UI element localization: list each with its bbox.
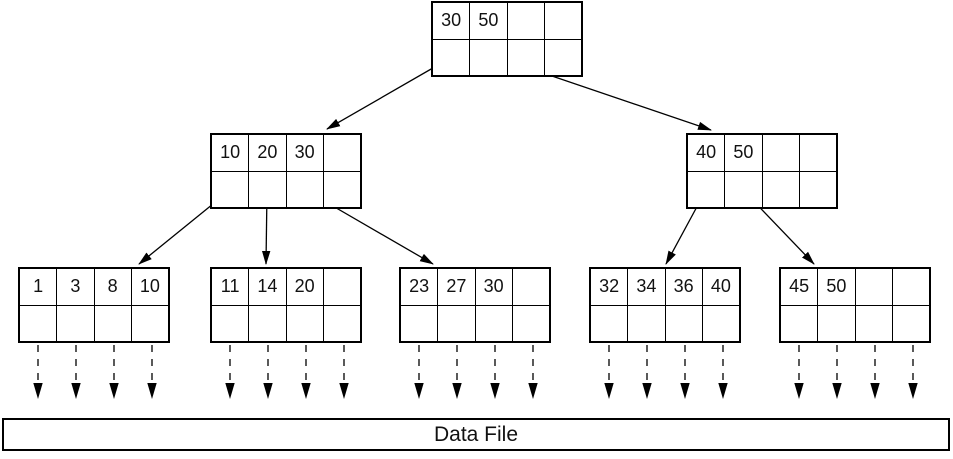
key-row: 23 27 30 — [401, 269, 549, 306]
btree-leaf-node-1: 1 3 8 10 — [18, 267, 170, 343]
key-cell: 40 — [696, 142, 717, 163]
key-cell — [322, 269, 360, 305]
key-cell — [761, 135, 799, 171]
key-cell: 20 — [248, 135, 285, 171]
pointer-cell — [212, 172, 248, 208]
pointer-row — [212, 305, 360, 342]
pointer-row — [591, 305, 739, 342]
key-cell: 1 — [33, 276, 44, 297]
data-file-box: Data File — [2, 418, 950, 451]
btree-leaf-node-4: 32 34 36 40 — [589, 267, 741, 343]
pointer-cell — [93, 305, 131, 341]
key-cell: 11 — [220, 276, 240, 297]
pointer-cell — [285, 171, 323, 207]
pointer-cell — [322, 305, 360, 341]
key-cell: 27 — [437, 269, 474, 305]
key-cell: 45 — [789, 276, 810, 297]
pointer-row — [212, 171, 360, 208]
key-cell — [511, 269, 549, 305]
pointer-cell — [285, 305, 323, 341]
key-cell: 30 — [285, 135, 323, 171]
pointer-row — [781, 305, 929, 342]
key-cell — [854, 269, 892, 305]
key-cell: 20 — [285, 269, 323, 305]
key-cell: 50 — [724, 135, 761, 171]
pointer-row — [401, 305, 549, 342]
pointer-cell — [322, 171, 360, 207]
pointer-cell — [20, 306, 56, 342]
pointer-cell — [817, 305, 854, 341]
key-cell — [322, 135, 360, 171]
pointer-cell — [56, 305, 93, 341]
pointer-row — [20, 305, 168, 342]
pointer-cell — [474, 305, 512, 341]
key-cell: 40 — [701, 269, 739, 305]
key-cell: 10 — [220, 142, 241, 163]
key-row: 1 3 8 10 — [20, 269, 168, 306]
pointer-cell — [437, 305, 474, 341]
btree-internal-node-left: 10 20 30 — [210, 133, 362, 209]
pointer-cell — [891, 305, 929, 341]
pointer-cell — [664, 305, 702, 341]
key-row: 11 14 20 — [212, 269, 360, 306]
key-cell — [543, 3, 581, 39]
key-cell: 50 — [469, 3, 506, 39]
key-cell: 50 — [817, 269, 854, 305]
pointer-cell — [798, 171, 836, 207]
pointer-row — [433, 39, 581, 76]
btree-leaf-node-5: 45 50 — [779, 267, 931, 343]
btree-internal-node-right: 40 50 — [686, 133, 838, 209]
key-cell: 36 — [664, 269, 702, 305]
pointer-cell — [506, 39, 544, 75]
pointer-cell — [511, 305, 549, 341]
pointer-cell — [781, 306, 817, 342]
pointer-cell — [591, 306, 627, 342]
key-cell: 10 — [130, 269, 168, 305]
pointer-cell — [761, 171, 799, 207]
key-cell: 3 — [56, 269, 93, 305]
key-cell: 32 — [599, 276, 620, 297]
key-cell — [798, 135, 836, 171]
pointer-cell — [543, 39, 581, 75]
pointer-cell — [688, 172, 724, 208]
pointer-cell — [433, 40, 469, 76]
pointer-cell — [724, 171, 761, 207]
btree-root-node: 30 50 — [431, 1, 583, 77]
pointer-cell — [401, 306, 437, 342]
key-cell — [506, 3, 544, 39]
key-row: 10 20 30 — [212, 135, 360, 172]
key-cell: 34 — [627, 269, 664, 305]
btree-leaf-node-2: 11 14 20 — [210, 267, 362, 343]
key-row: 45 50 — [781, 269, 929, 306]
pointer-cell — [212, 306, 248, 342]
pointer-row — [688, 171, 836, 208]
key-cell: 14 — [248, 269, 285, 305]
key-row: 40 50 — [688, 135, 836, 172]
btree-leaf-node-3: 23 27 30 — [399, 267, 551, 343]
pointer-cell — [248, 171, 285, 207]
key-cell: 8 — [93, 269, 131, 305]
data-file-label: Data File — [433, 422, 519, 446]
pointer-cell — [248, 305, 285, 341]
key-row: 30 50 — [433, 3, 581, 40]
key-cell — [891, 269, 929, 305]
pointer-cell — [854, 305, 892, 341]
pointer-cell — [627, 305, 664, 341]
key-cell: 30 — [474, 269, 512, 305]
pointer-cell — [701, 305, 739, 341]
pointer-cell — [469, 39, 506, 75]
key-row: 32 34 36 40 — [591, 269, 739, 306]
key-cell: 30 — [441, 10, 462, 31]
pointer-cell — [130, 305, 168, 341]
key-cell: 23 — [409, 276, 430, 297]
